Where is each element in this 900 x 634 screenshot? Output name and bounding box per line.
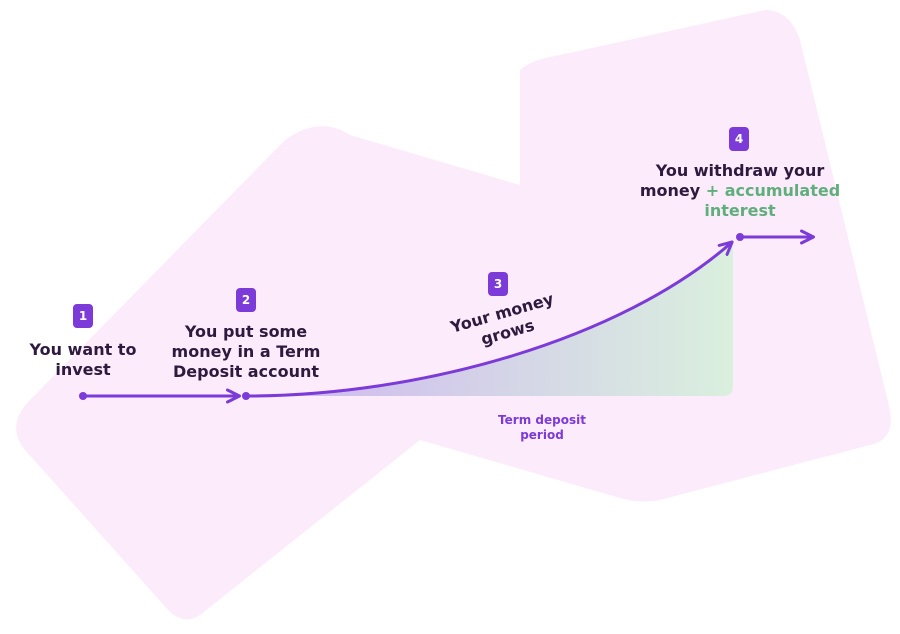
step-4-badge: 4 — [729, 127, 749, 151]
step-2-badge: 2 — [236, 288, 256, 312]
step-4-label-main: You withdraw your money — [639, 161, 825, 200]
step-2-label: You put some money in a Term Deposit acc… — [171, 322, 321, 381]
growth-curve — [244, 240, 734, 398]
growth-area — [245, 240, 733, 396]
step-1-badge: 1 — [73, 304, 93, 328]
background-shape — [16, 10, 891, 620]
step-3-badge: 3 — [488, 272, 508, 296]
term-deposit-period-label: Term deposit period — [498, 413, 586, 442]
step-4-label: You withdraw your money + accumulated in… — [632, 161, 848, 221]
step-1-label: You want to invest — [29, 340, 137, 379]
step-4-label-accent: + accumulated interest — [704, 181, 841, 220]
